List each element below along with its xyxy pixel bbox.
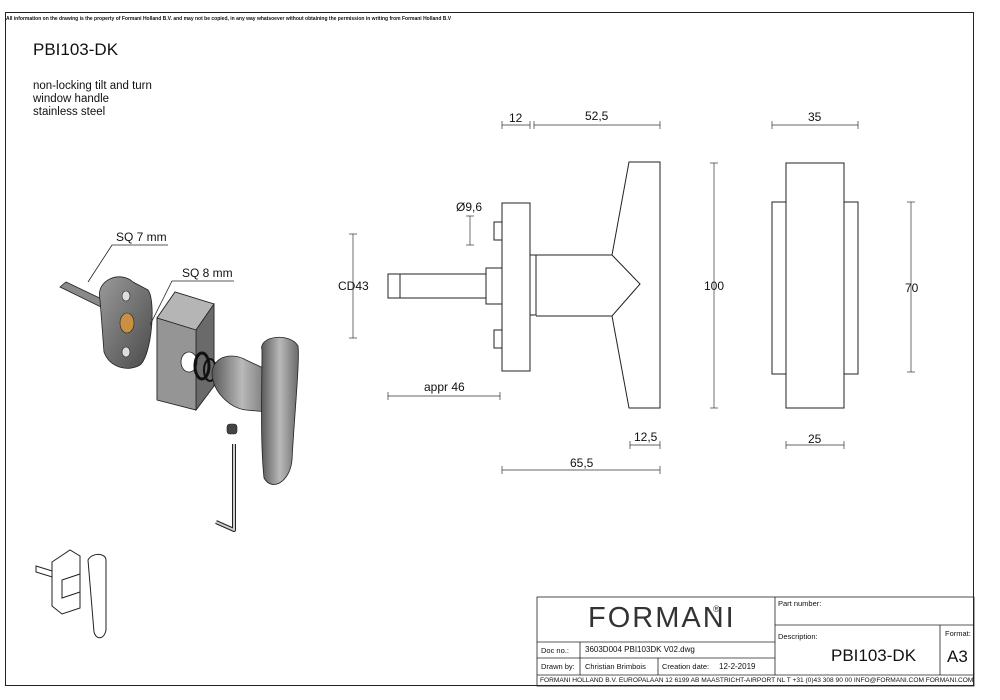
dim-25: 25 (808, 432, 822, 446)
exploded-view (59, 244, 299, 532)
format-value: A3 (947, 647, 968, 666)
description-line-1: non-locking tilt and turn (33, 80, 152, 92)
thumbnail-view (35, 549, 107, 639)
title-block-grid (536, 596, 975, 687)
dim-65-5: 65,5 (570, 456, 594, 470)
doc-no-label: Doc no.: (541, 646, 569, 655)
description-line-2: window handle (33, 93, 110, 105)
front-view (771, 162, 859, 409)
dim-12: 12 (509, 111, 523, 125)
dim-52-5: 52,5 (585, 109, 609, 123)
dim-70: 70 (905, 281, 919, 295)
part-number-label: Part number: (778, 599, 822, 608)
footer-address: FORMANI HOLLAND B.V. EUROPALAAN 12 6199 … (540, 677, 974, 684)
product-code: PBI103-DK (33, 40, 119, 59)
dimension-lines (349, 121, 915, 474)
logo-registered-mark: ® (713, 604, 720, 614)
dim-diameter-9-6: Ø9,6 (456, 200, 483, 214)
dim-12-5: 12,5 (634, 430, 658, 444)
description-line-3: stainless steel (33, 106, 106, 118)
drawn-by-value: Christian Brimbois (585, 662, 646, 671)
dim-100: 100 (704, 279, 725, 293)
drawn-by-label: Drawn by: (541, 662, 575, 671)
creation-date-label: Creation date: (662, 662, 710, 671)
doc-no-value: 3603D004 PBI103DK V02.dwg (585, 645, 695, 654)
description-value: PBI103-DK (831, 646, 917, 665)
formani-logo: FORMANI (588, 602, 736, 634)
disclaimer-text: All information on the drawing is the pr… (6, 16, 452, 22)
drawing-frame (5, 12, 974, 686)
format-label: Format: (945, 629, 971, 638)
creation-date-value: 12-2-2019 (719, 662, 756, 671)
sq7-callout: SQ 7 mm (116, 230, 167, 244)
dim-35: 35 (808, 110, 822, 124)
side-view (387, 161, 661, 409)
description-label: Description: (778, 632, 818, 641)
dim-cd43: CD43 (338, 279, 369, 293)
sq8-callout: SQ 8 mm (182, 266, 233, 280)
dim-appr-46: appr 46 (424, 380, 465, 394)
